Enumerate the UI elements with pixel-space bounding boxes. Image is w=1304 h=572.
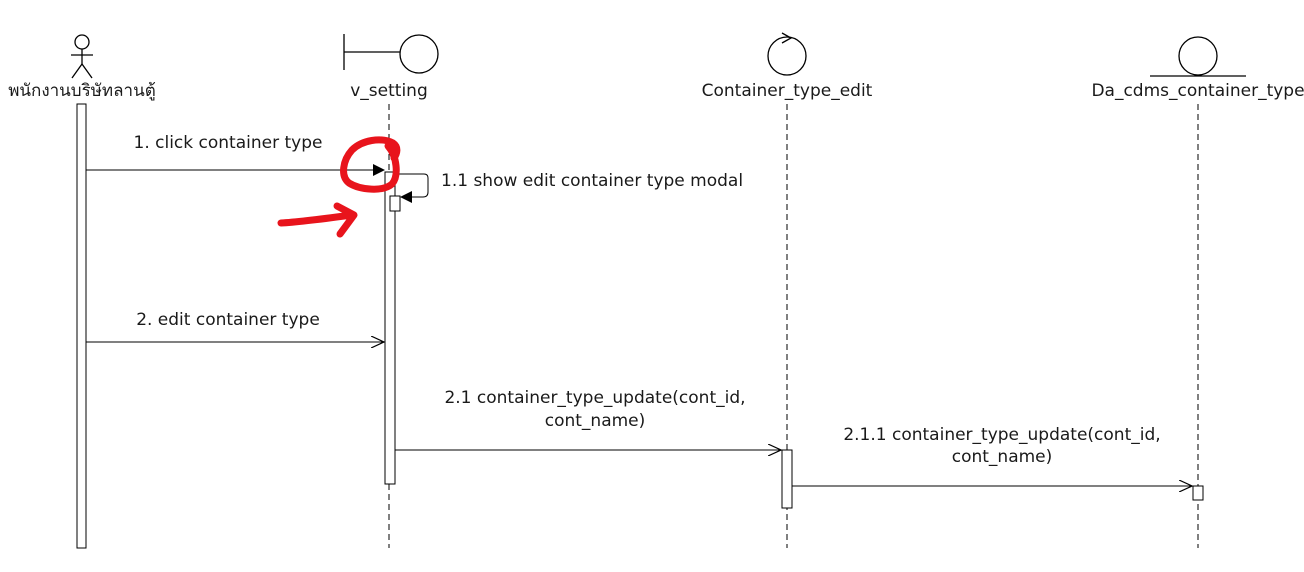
activation-bar-actor bbox=[76, 103, 87, 549]
participant-label-entity: Da_cdms_container_type bbox=[1091, 81, 1304, 101]
control-icon bbox=[767, 32, 807, 76]
participant-label-boundary: v_setting bbox=[350, 81, 428, 101]
red-arrow-annotation bbox=[277, 202, 358, 238]
actor-icon bbox=[71, 34, 93, 79]
message-label-2-1-line2: cont_name) bbox=[545, 411, 646, 431]
activation-bar-boundary-self bbox=[389, 195, 401, 212]
message-label-2: 2. edit container type bbox=[136, 310, 320, 330]
message-label-2-1-1-line1: 2.1.1 container_type_update(cont_id, bbox=[843, 425, 1160, 445]
entity-icon bbox=[1150, 36, 1246, 77]
message-label-1: 1. click container type bbox=[134, 133, 323, 153]
activation-bar-entity bbox=[1192, 485, 1204, 501]
message-label-2-1-line1: 2.1 container_type_update(cont_id, bbox=[444, 388, 745, 408]
participant-label-actor: พนักงานบริษัทลานตู้ bbox=[8, 81, 156, 101]
participant-label-control: Container_type_edit bbox=[702, 81, 873, 101]
activation-bar-boundary bbox=[384, 171, 396, 485]
self-message-arrow-1-1 bbox=[395, 173, 429, 203]
message-label-1-1: 1.1 show edit container type modal bbox=[441, 171, 743, 191]
message-label-2-1-1-line2: cont_name) bbox=[952, 447, 1053, 467]
activation-bar-control bbox=[781, 449, 793, 509]
boundary-icon bbox=[343, 34, 439, 74]
red-circle-annotation bbox=[340, 136, 401, 193]
